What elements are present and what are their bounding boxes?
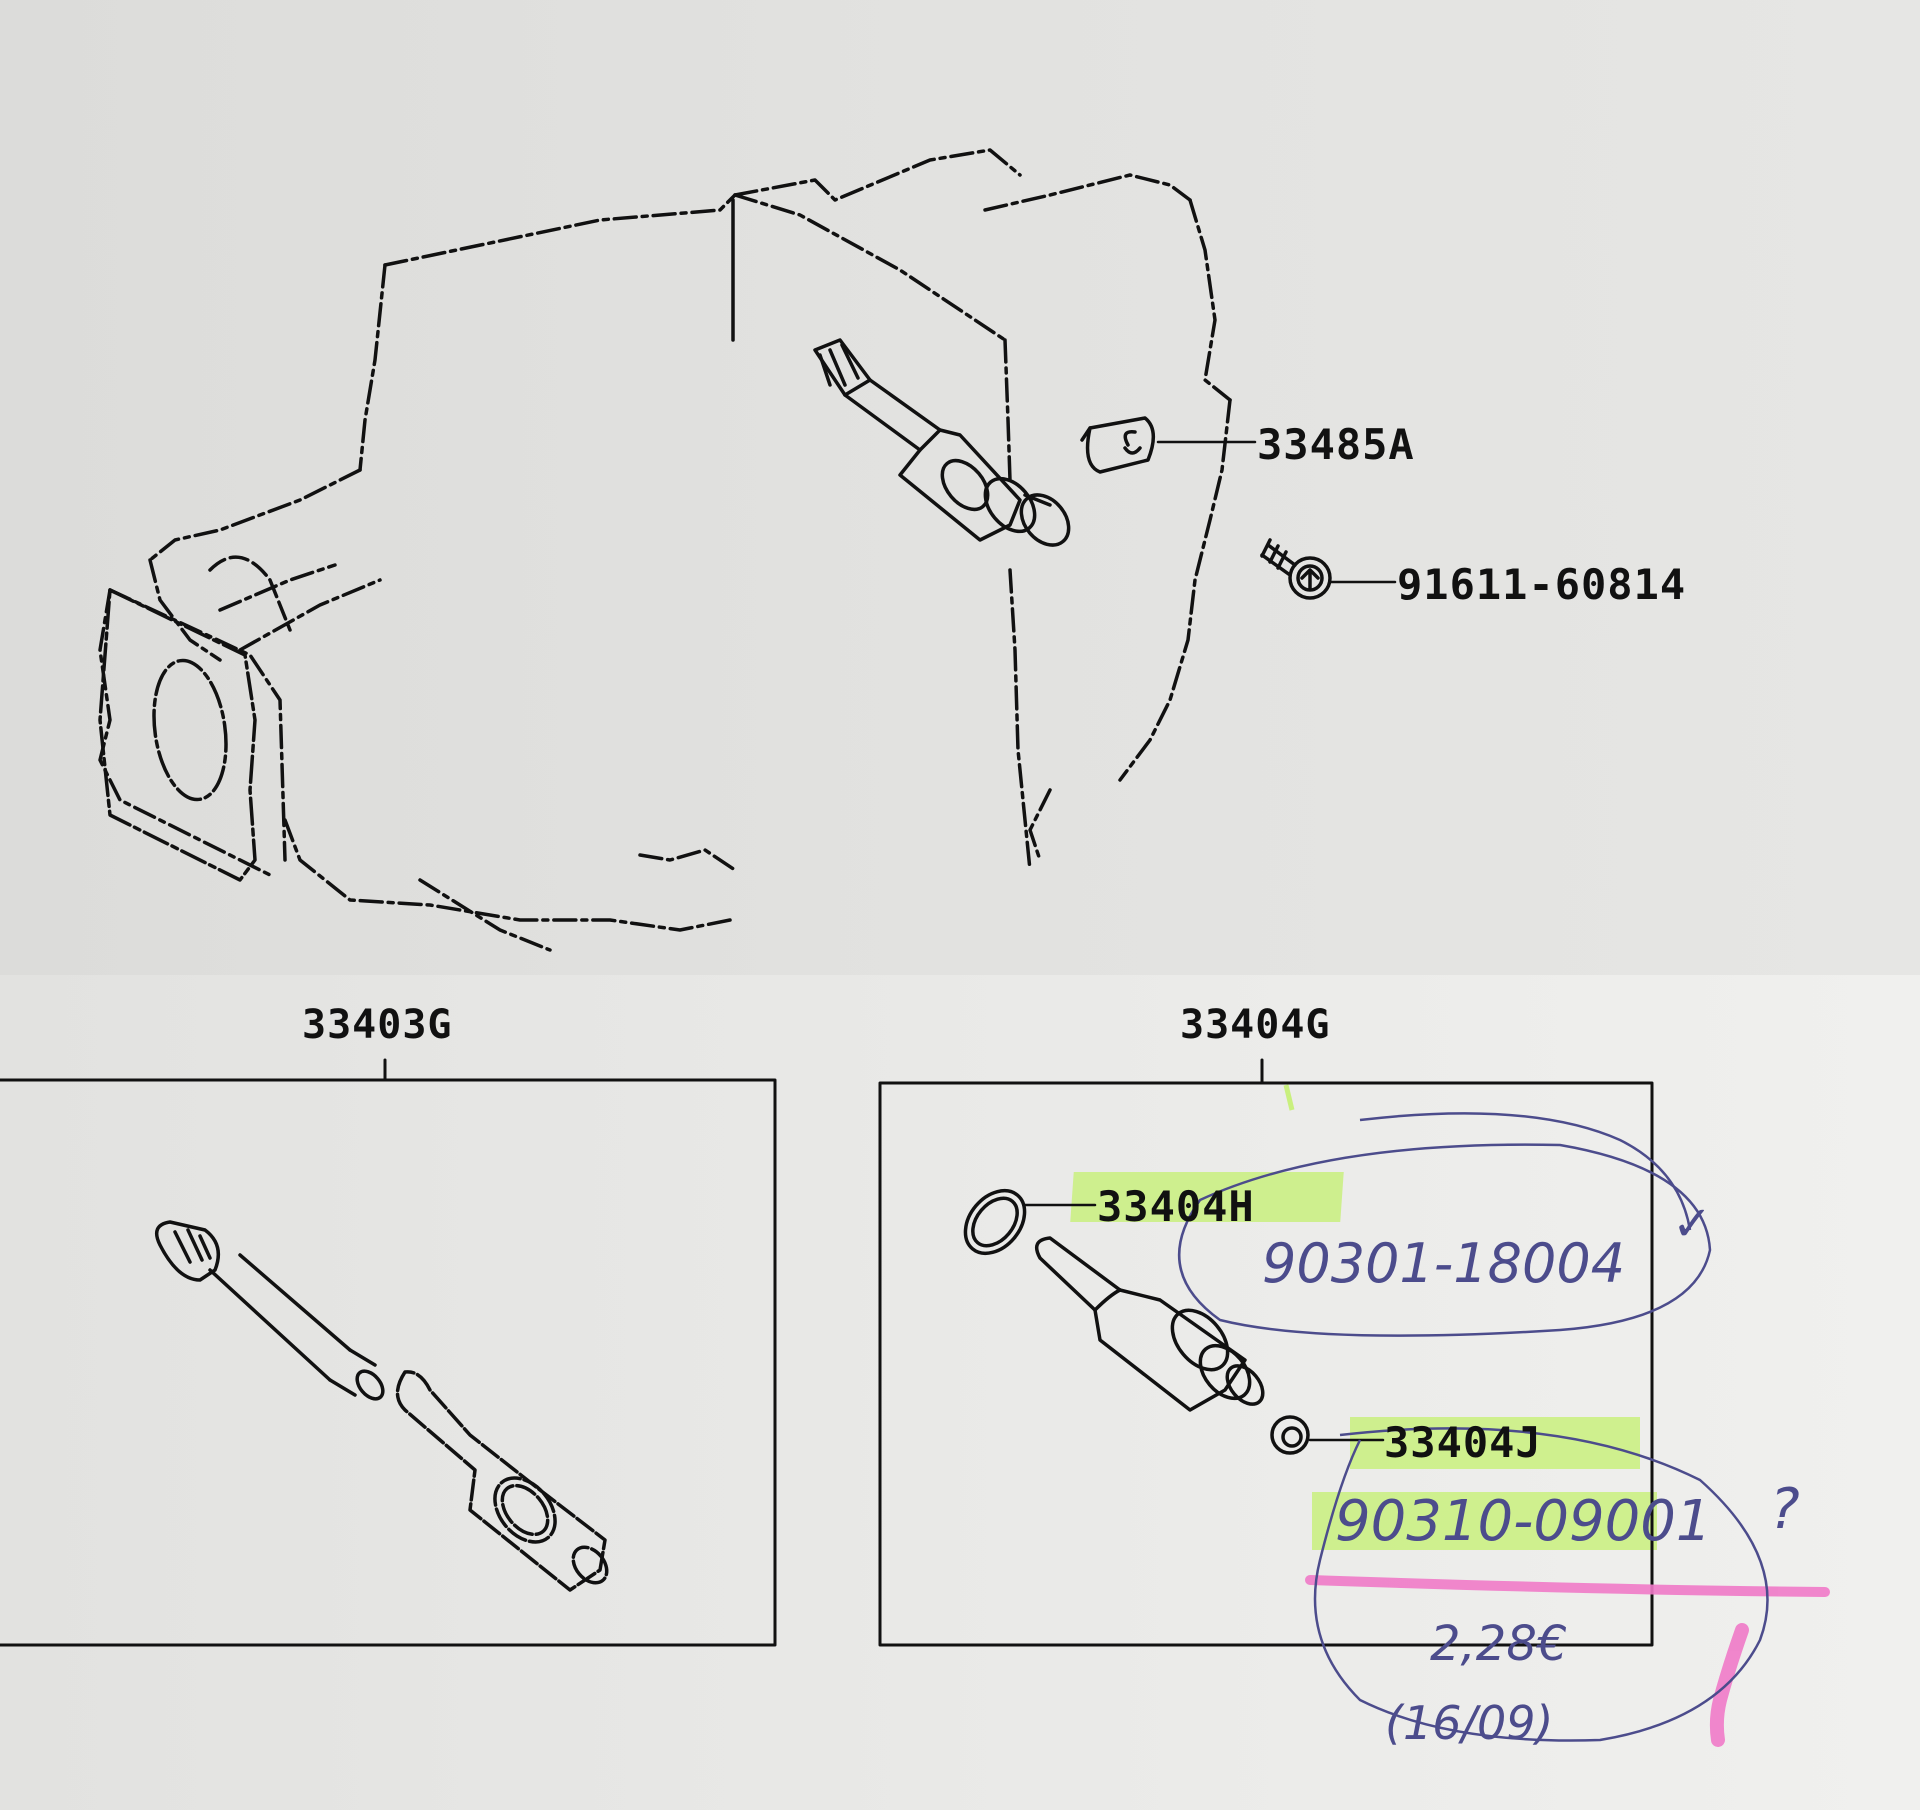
pen-circles xyxy=(1178,1112,1769,1742)
sleeve-icon xyxy=(395,1370,609,1592)
paper-background-bottom xyxy=(0,975,1920,1810)
handwritten-note-90310-09001: 90310-09001 xyxy=(1335,1489,1712,1554)
transmission-housing-outline xyxy=(98,148,1232,952)
group-label-33403g: 33403G xyxy=(302,1002,453,1048)
handwritten-check-mark: ✓ xyxy=(1672,1196,1713,1252)
driven-gear-shaft-icon xyxy=(154,1220,385,1401)
handwritten-date: (16/09) xyxy=(1385,1696,1554,1750)
plate-gasket-icon xyxy=(1080,416,1155,474)
housing-flange xyxy=(98,588,257,882)
group-box-33403g xyxy=(0,1058,777,1647)
callout-91611-60814: 91611-60814 xyxy=(1397,560,1687,609)
sleeve-with-gear-icon xyxy=(1034,1236,1265,1412)
driven-gear-in-housing xyxy=(813,338,1071,547)
group-box-33404g xyxy=(878,1058,1654,1647)
group-label-33404g: 33404G xyxy=(1180,1002,1331,1048)
handwritten-question-mark: ? xyxy=(1770,1477,1800,1542)
handwritten-price: 2,28€ xyxy=(1430,1616,1568,1672)
oil-seal-icon xyxy=(1270,1415,1310,1455)
handwritten-note-90301-18004: 90301-18004 xyxy=(1262,1232,1626,1295)
o-ring-icon xyxy=(963,1188,1027,1256)
callout-33404j: 33404J xyxy=(1384,1418,1542,1467)
pink-highlighter-marks xyxy=(1305,1575,1830,1747)
callout-33485a: 33485A xyxy=(1257,420,1415,469)
callout-33404h: 33404H xyxy=(1097,1182,1255,1231)
paper-background-top xyxy=(0,0,1920,975)
green-tick-mark xyxy=(1283,1084,1295,1111)
highlight-90310 xyxy=(1312,1492,1657,1550)
flange-bolt-icon xyxy=(1260,538,1332,600)
